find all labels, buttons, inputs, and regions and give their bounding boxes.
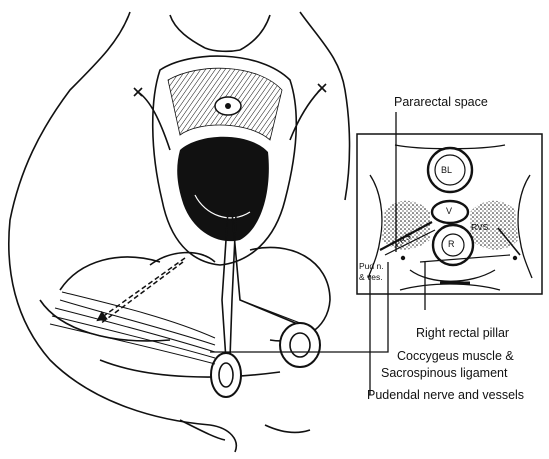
suture-marks bbox=[133, 83, 327, 151]
label-pudendal-nerve: Pudendal nerve and vessels bbox=[367, 388, 525, 402]
vaginal-cavity bbox=[151, 55, 298, 266]
inset-label-rectum: R bbox=[448, 239, 455, 249]
inset-label-pud-line1: Pud n. bbox=[359, 261, 384, 271]
inset-cross-section bbox=[356, 133, 543, 295]
label-right-rectal-pillar: Right rectal pillar bbox=[416, 326, 510, 340]
inset-label-rvs: RVS bbox=[471, 222, 489, 232]
inset-label-bladder: BL bbox=[441, 165, 453, 175]
inset-label-vagina: V bbox=[446, 206, 453, 216]
inset-label-pud-line2: & ves. bbox=[359, 272, 383, 282]
label-pararectal-space: Pararectal space bbox=[394, 95, 488, 109]
sacrospinous-ligament-fibres bbox=[49, 291, 216, 365]
leader-lines bbox=[210, 112, 426, 395]
scissors bbox=[210, 209, 321, 398]
label-coccygeus-muscle: Coccygeus muscle & bbox=[397, 349, 514, 363]
dissection-arrow bbox=[96, 257, 186, 325]
label-sacrospinous-ligament: Sacrospinous ligament bbox=[381, 366, 508, 380]
